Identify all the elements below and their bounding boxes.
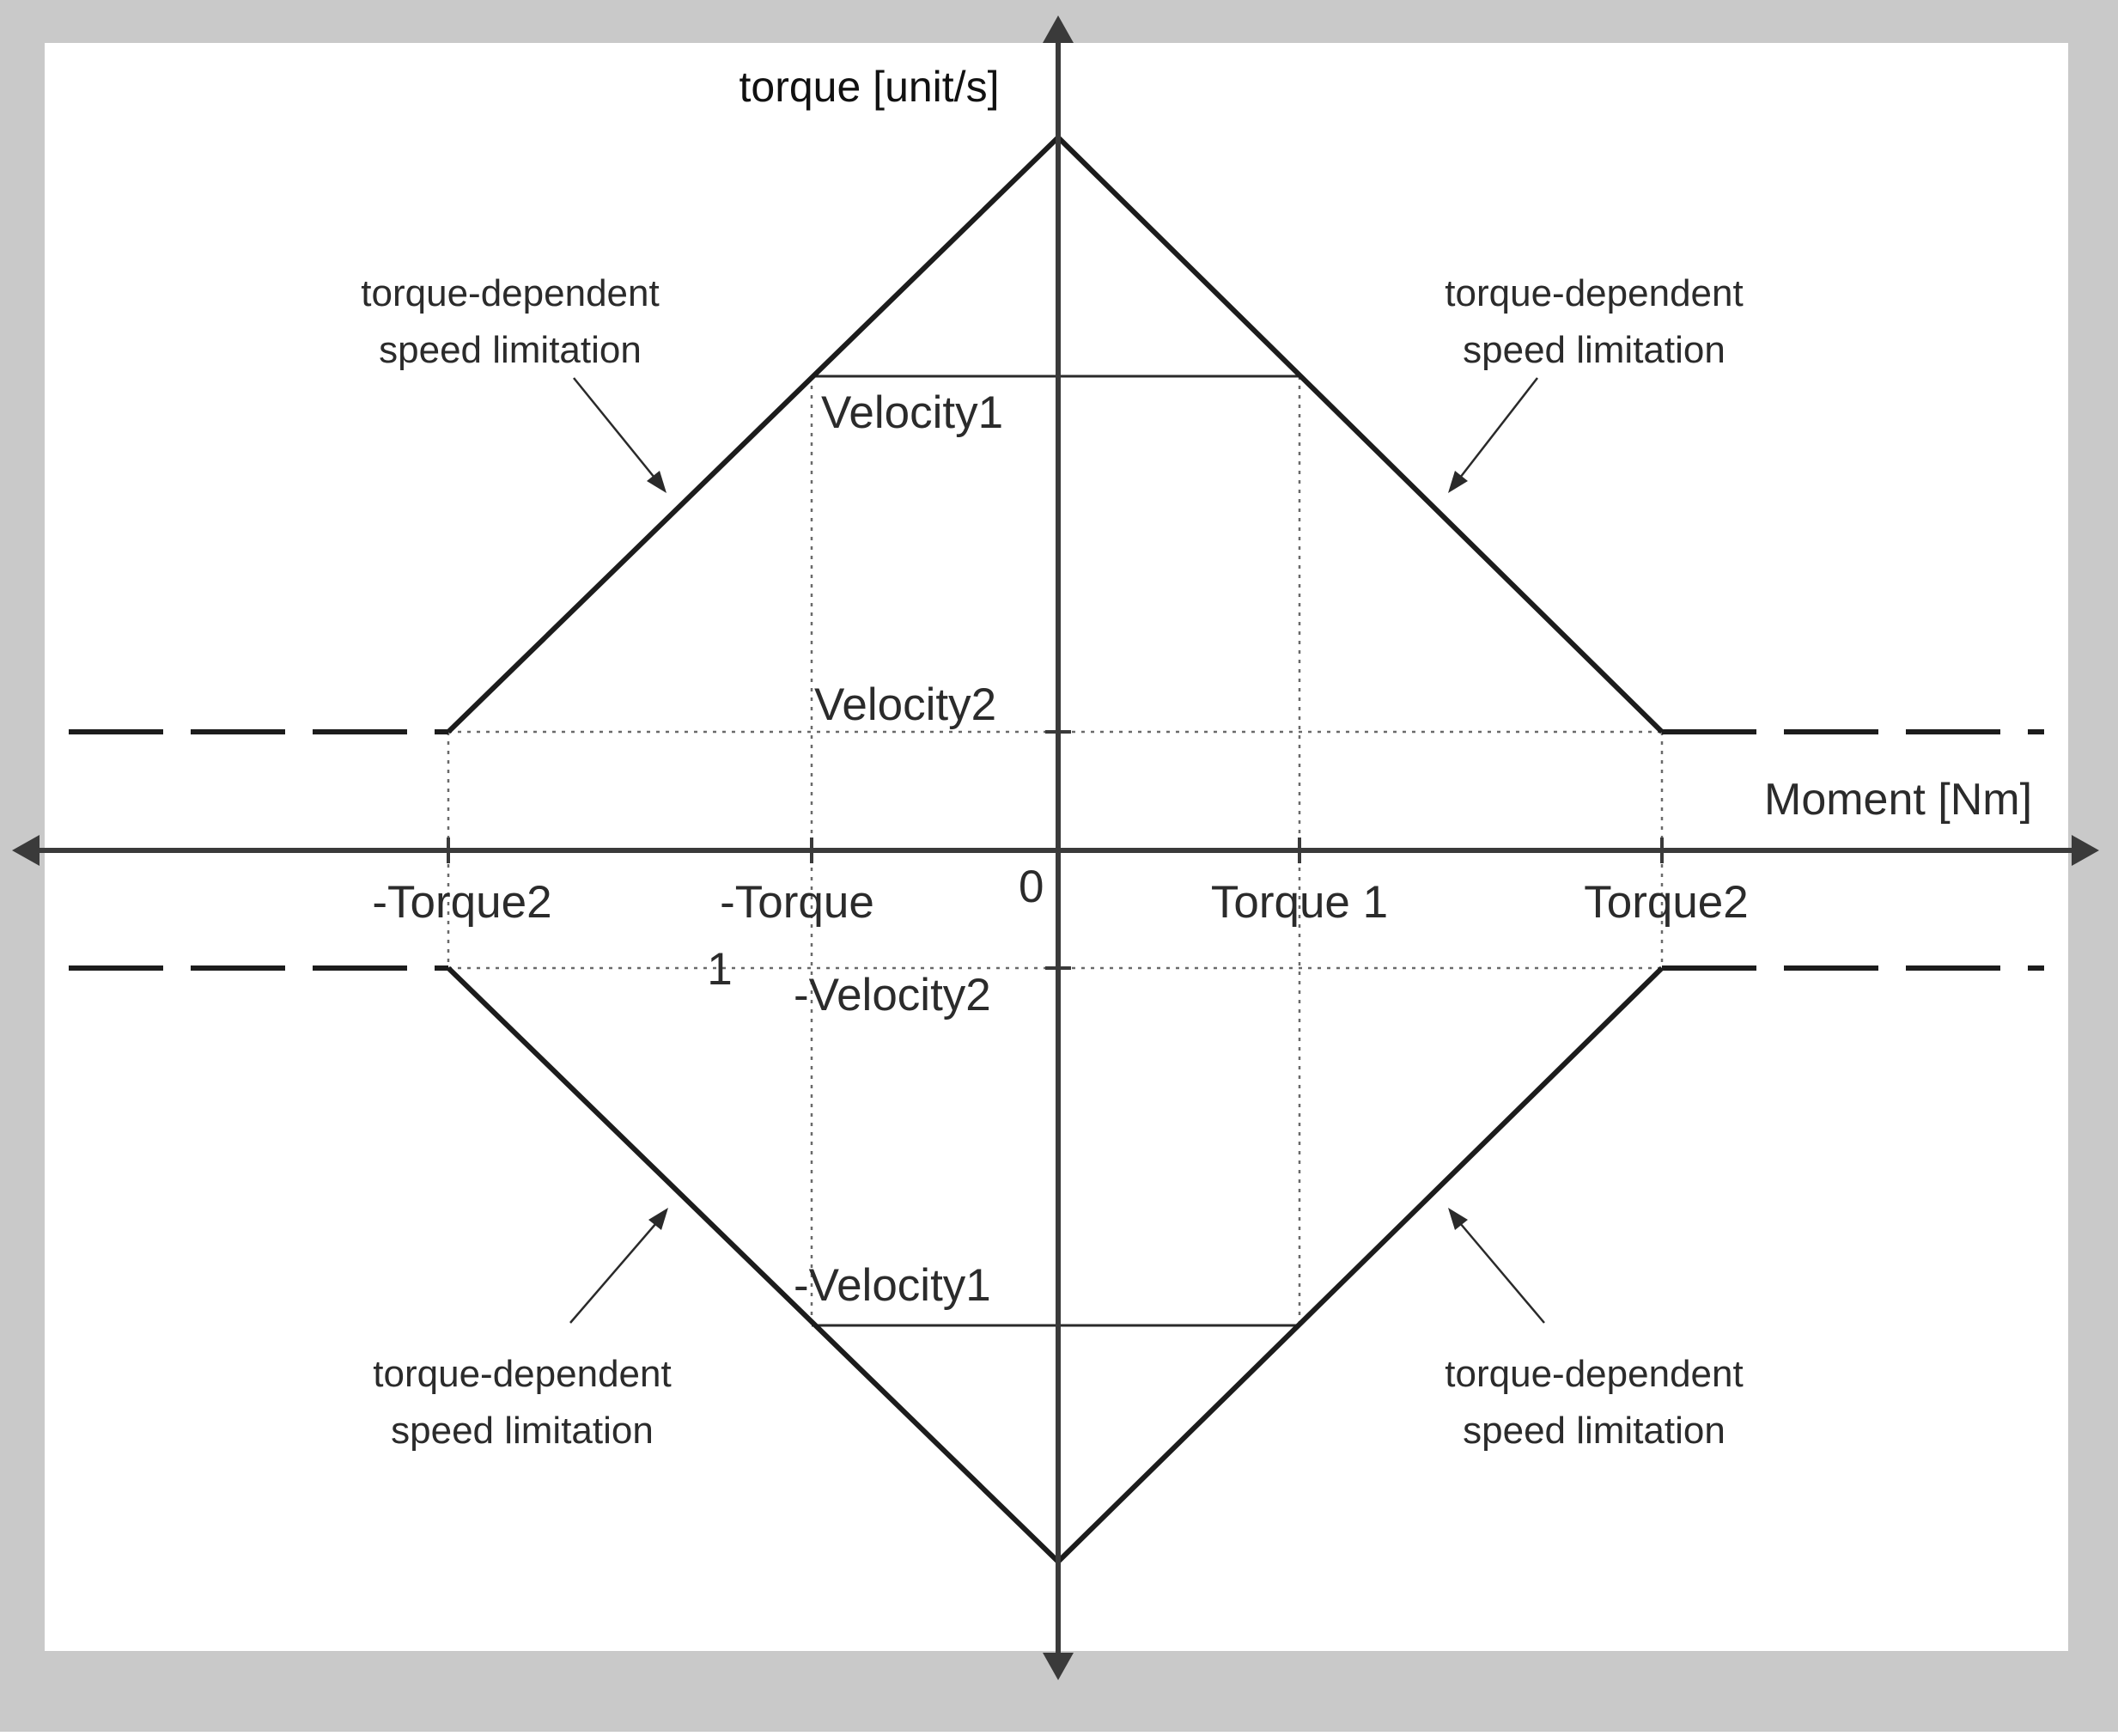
annotation-bottom-left-line1: torque-dependent	[373, 1353, 671, 1395]
annotation-bottom-left-arrow	[569, 1222, 657, 1324]
neg-velocity2-label: -Velocity2	[794, 970, 991, 1020]
y-axis-top-arrow	[1043, 15, 1074, 43]
annotation-bottom-right-line1: torque-dependent	[1445, 1353, 1743, 1395]
velocity1-label: Velocity1	[821, 387, 1003, 438]
annotation-top-right-arrowhead	[1448, 471, 1468, 493]
neg-torque2-label: -Torque2	[372, 877, 551, 928]
x-axis-left-arrow	[12, 835, 40, 866]
y-axis-label-background	[713, 50, 1022, 153]
annotation-top-right-line2: speed limitation	[1463, 329, 1725, 371]
annotation-top-left-line1: torque-dependent	[361, 272, 659, 314]
neg-torque1-label: -Torque	[720, 877, 874, 928]
annotation-top-left: torque-dependent speed limitation	[361, 272, 666, 493]
annotation-top-left-arrowhead	[647, 471, 666, 493]
annotation-top-right-arrow	[1459, 377, 1538, 478]
annotation-bottom-right-line2: speed limitation	[1463, 1410, 1725, 1452]
y-axis-ticks	[1045, 730, 1071, 970]
neg-torque1-label-continued: 1	[707, 944, 732, 995]
annotation-bottom-right: torque-dependent speed limitation	[1445, 1208, 1744, 1452]
x-axis-ticks	[447, 838, 1664, 863]
x-axis-right-arrow	[2072, 835, 2099, 866]
annotation-bottom-right-arrow	[1459, 1222, 1545, 1324]
annotation-top-left-arrow	[573, 377, 655, 478]
annotation-top-right-line1: torque-dependent	[1445, 272, 1743, 314]
annotation-bottom-left-line2: speed limitation	[391, 1410, 654, 1452]
x-axis-label: Moment [Nm]	[1764, 775, 2032, 825]
torque1-label: Torque 1	[1211, 877, 1388, 928]
annotation-bottom-left: torque-dependent speed limitation	[373, 1208, 672, 1452]
annotation-bottom-left-arrowhead	[648, 1208, 668, 1230]
neg-velocity1-label: -Velocity1	[794, 1260, 991, 1311]
origin-label: 0	[1019, 862, 1044, 912]
annotation-top-left-line2: speed limitation	[379, 329, 642, 371]
velocity2-label: Velocity2	[814, 679, 996, 730]
y-axis-bottom-arrow	[1043, 1653, 1074, 1680]
torque2-label: Torque2	[1584, 877, 1749, 928]
annotation-bottom-right-arrowhead	[1448, 1208, 1468, 1230]
y-axis-label: torque [unit/s]	[739, 63, 1000, 111]
annotation-top-right: torque-dependent speed limitation	[1445, 272, 1744, 493]
